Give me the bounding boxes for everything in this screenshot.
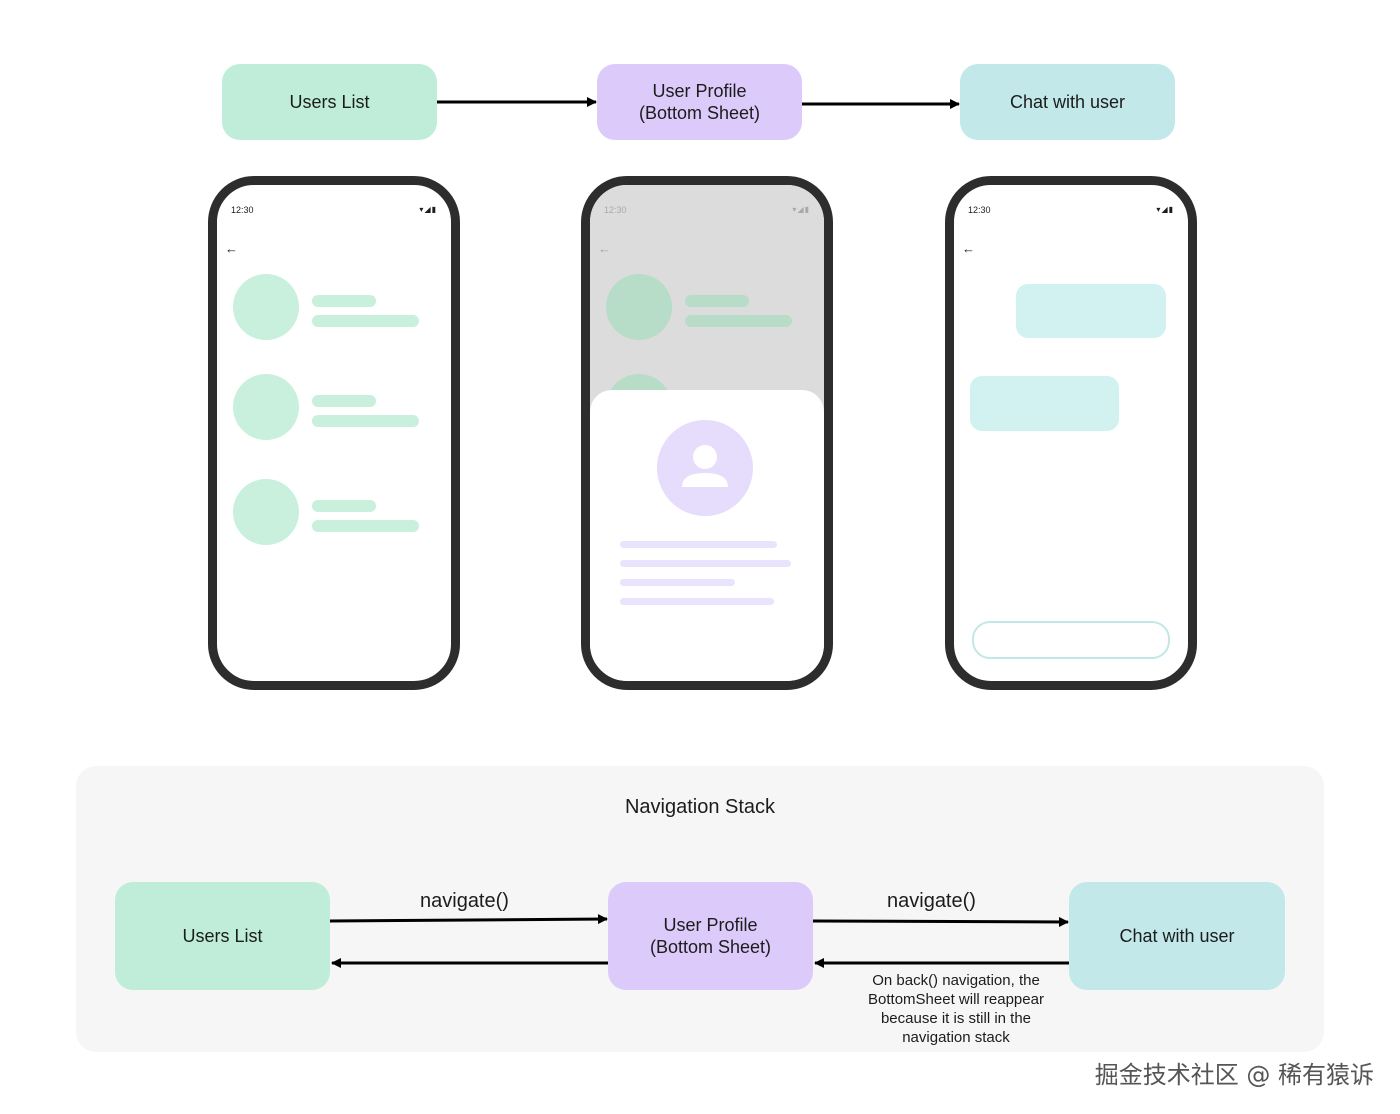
stack-users-list-node: Users List bbox=[115, 882, 330, 990]
user-name-placeholder bbox=[312, 500, 376, 512]
chat-with-user-node: Chat with user bbox=[960, 64, 1175, 140]
note-line: navigation stack bbox=[902, 1029, 1010, 1046]
status-bar: 12:30 ▾◢▮ bbox=[231, 205, 437, 219]
user-profile-node: User Profile (Bottom Sheet) bbox=[597, 64, 802, 140]
arrow-stack-users-to-profile bbox=[329, 914, 608, 925]
arrow-stack-profile-to-chat bbox=[812, 916, 1069, 927]
user-profile-label-line1: User Profile bbox=[652, 81, 747, 101]
users-list-label: Users List bbox=[289, 92, 370, 112]
stack-user-profile-node: User Profile (Bottom Sheet) bbox=[608, 882, 813, 990]
user-avatar-placeholder bbox=[233, 274, 299, 340]
user-profile-phone: 12:30 ▾◢▮ ← bbox=[581, 176, 833, 690]
incoming-message-bubble bbox=[970, 376, 1119, 431]
user-avatar-placeholder bbox=[233, 374, 299, 440]
user-detail-placeholder bbox=[685, 315, 792, 327]
profile-text-placeholder bbox=[620, 560, 791, 567]
back-arrow-icon: ← bbox=[225, 241, 238, 256]
chat-with-user-label: Chat with user bbox=[1009, 92, 1126, 112]
status-time: 12:30 bbox=[231, 205, 254, 215]
navigate-label-2: navigate() bbox=[887, 890, 976, 912]
back-navigation-note: On back() navigation, the BottomSheet wi… bbox=[836, 971, 1076, 1047]
user-profile-label-line2: (Bottom Sheet) bbox=[638, 103, 761, 123]
users-list-phone: 12:30 ▾◢▮ ← bbox=[208, 176, 460, 690]
navigate-label-1: navigate() bbox=[420, 890, 509, 912]
chat-phone: 12:30 ▾◢▮ ← bbox=[945, 176, 1197, 690]
profile-avatar-icon bbox=[657, 420, 753, 516]
status-time: 12:30 bbox=[968, 205, 991, 215]
status-bar: 12:30 ▾◢▮ bbox=[604, 205, 810, 219]
status-bar: 12:30 ▾◢▮ bbox=[968, 205, 1174, 219]
user-detail-placeholder bbox=[312, 315, 419, 327]
status-icons: ▾◢▮ bbox=[792, 205, 810, 214]
user-name-placeholder bbox=[312, 295, 376, 307]
user-avatar-placeholder bbox=[606, 274, 672, 340]
profile-text-placeholder bbox=[620, 541, 777, 548]
user-name-placeholder bbox=[685, 295, 749, 307]
back-arrow-icon: ← bbox=[962, 241, 975, 256]
users-list-node: Users List bbox=[222, 64, 437, 140]
navigation-stack-title: Navigation Stack bbox=[624, 796, 776, 818]
stack-users-list-label: Users List bbox=[182, 926, 263, 946]
bottom-sheet bbox=[590, 390, 824, 681]
outgoing-message-bubble bbox=[1016, 284, 1166, 338]
user-avatar-placeholder bbox=[233, 479, 299, 545]
note-line: On back() navigation, the bbox=[872, 972, 1040, 989]
status-icons: ▾◢▮ bbox=[1156, 205, 1174, 214]
stack-user-profile-label-line2: (Bottom Sheet) bbox=[649, 937, 772, 957]
status-icons: ▾◢▮ bbox=[419, 205, 437, 214]
stack-chat-with-user-node: Chat with user bbox=[1069, 882, 1285, 990]
user-detail-placeholder bbox=[312, 415, 419, 427]
message-input-field bbox=[972, 621, 1170, 659]
stack-user-profile-label-line1: User Profile bbox=[663, 915, 758, 935]
back-arrow-icon: ← bbox=[598, 241, 611, 256]
user-detail-placeholder bbox=[312, 520, 419, 532]
profile-text-placeholder bbox=[620, 579, 735, 586]
profile-text-placeholder bbox=[620, 598, 774, 605]
user-name-placeholder bbox=[312, 395, 376, 407]
note-line: because it is still in the bbox=[880, 1010, 1032, 1027]
stack-chat-with-user-label: Chat with user bbox=[1119, 926, 1235, 946]
note-line: BottomSheet will reappear bbox=[868, 991, 1044, 1008]
watermark: 掘金技术社区 @ 稀有猿诉 bbox=[1094, 1061, 1374, 1089]
status-time: 12:30 bbox=[604, 205, 627, 215]
